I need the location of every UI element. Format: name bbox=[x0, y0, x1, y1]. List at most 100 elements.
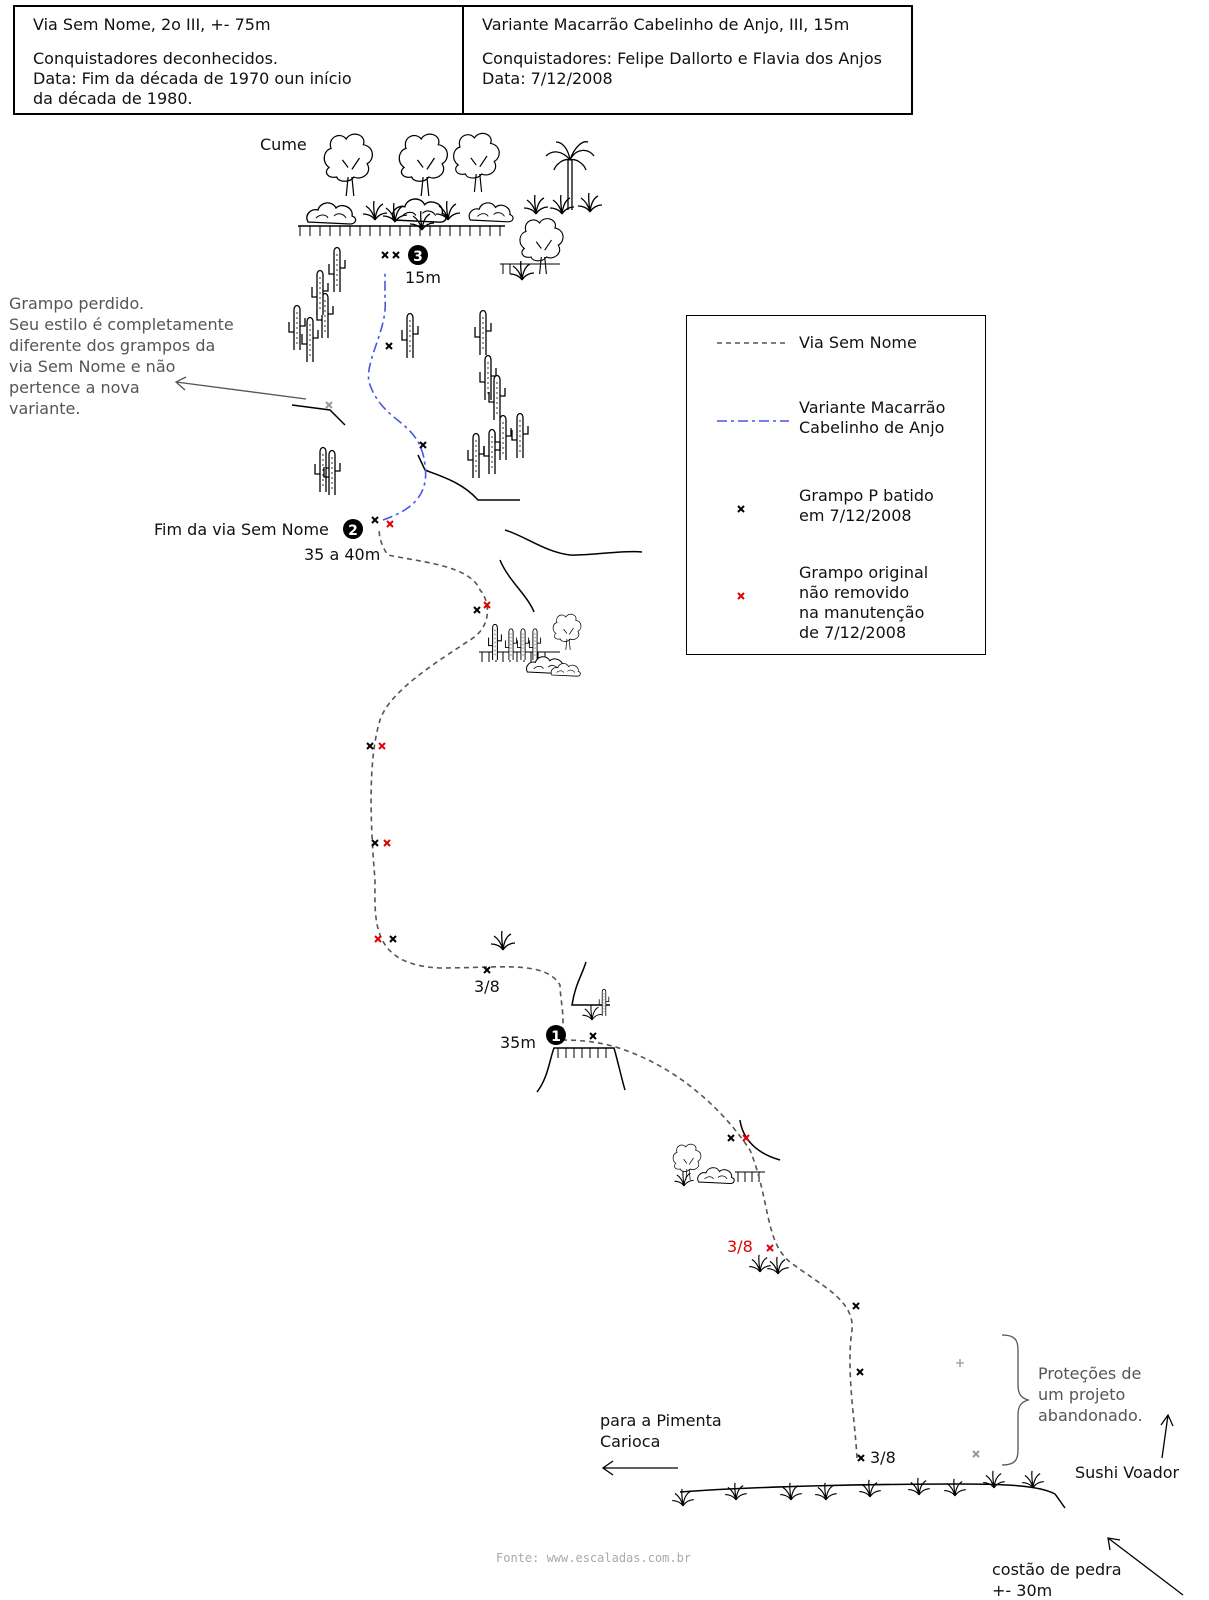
arrow-icon bbox=[174, 376, 307, 400]
svg-text:Carioca: Carioca bbox=[600, 1432, 660, 1451]
lost-bolt-note-line: diferente dos grampos da bbox=[9, 336, 215, 355]
main-route-title: Via Sem Nome, 2o III, +- 75m bbox=[33, 15, 271, 34]
bolt-size-label: 3/8 bbox=[474, 977, 500, 996]
rock-ledge-slab bbox=[499, 559, 535, 613]
belay2-vegetation bbox=[479, 613, 582, 677]
bush-icon bbox=[697, 1167, 735, 1184]
main-route-date-line2: da década de 1980. bbox=[33, 89, 193, 108]
route-info-header: Via Sem Nome, 2o III, +- 75m Conquistado… bbox=[13, 5, 913, 115]
bush-icon bbox=[391, 198, 447, 223]
bolt-size-red-label: 3/8 bbox=[727, 1237, 753, 1256]
lost-bolt-note-line: via Sem Nome e não bbox=[9, 357, 175, 376]
lost-bolt-note: Grampo perdido. Seu estilo é completamen… bbox=[9, 294, 234, 418]
belay-1: 1 bbox=[546, 1025, 566, 1045]
bolt-new-icon bbox=[392, 251, 400, 259]
lost-bolt-note-line: Grampo perdido. bbox=[9, 294, 144, 313]
belay3-length: 15m bbox=[405, 268, 441, 287]
legend-label-via-sem-nome: Via Sem Nome bbox=[799, 333, 917, 352]
bolt-new-icon bbox=[366, 742, 374, 750]
bolt-other-icon bbox=[972, 1450, 980, 1458]
tree-icon bbox=[519, 218, 564, 275]
rock-coast-label: costão de pedra +- 30m bbox=[992, 1560, 1122, 1600]
route-via-sem-nome bbox=[370, 529, 858, 1459]
arrow-icon bbox=[1107, 1537, 1184, 1596]
abandoned-note-line: abandonado. bbox=[1038, 1406, 1143, 1425]
bolt-new-icon bbox=[852, 1302, 860, 1310]
route-variante-macarrao bbox=[367, 272, 427, 521]
summit-label: Cume bbox=[260, 135, 307, 154]
end-of-route-label: Fim da via Sem Nome bbox=[154, 520, 329, 539]
rock-ledge-upper bbox=[417, 454, 520, 501]
sushi-voador-label: Sushi Voador bbox=[1075, 1463, 1180, 1482]
bolt-original-icon bbox=[386, 520, 394, 528]
abandoned-bracket bbox=[1001, 1334, 1031, 1466]
variant-route-authors: Conquistadores: Felipe Dallorto e Flavia… bbox=[482, 49, 882, 68]
belay1-ledge bbox=[536, 1047, 626, 1093]
bolt-original-icon bbox=[766, 1244, 774, 1252]
bolt-new-icon bbox=[389, 935, 397, 943]
source-label: Fonte: www.escaladas.com.br bbox=[496, 1551, 691, 1565]
lost-bolt-note-line: Seu estilo é completamente bbox=[9, 315, 234, 334]
belay-2-number: 2 bbox=[348, 523, 358, 539]
arrow-icon bbox=[1160, 1413, 1174, 1459]
grass-icon bbox=[490, 930, 516, 951]
bolt-new-icon bbox=[589, 1032, 597, 1040]
tree-icon bbox=[398, 133, 449, 197]
lost-bolt-note-line: variante. bbox=[9, 399, 80, 418]
legend-label-variante: Variante Macarrão Cabelinho de Anjo bbox=[799, 398, 946, 437]
rock-ledge-left bbox=[291, 404, 346, 426]
lost-bolt-note-line: pertence a nova bbox=[9, 378, 140, 397]
to-pimenta-label: para a Pimenta Carioca bbox=[600, 1411, 722, 1451]
svg-text:para a Pimenta: para a Pimenta bbox=[600, 1411, 722, 1430]
abandoned-note: Proteções de um projeto abandonado. bbox=[1038, 1364, 1143, 1425]
bolt-new-icon bbox=[385, 342, 393, 350]
legend-symbols bbox=[717, 342, 789, 600]
bush-icon bbox=[468, 202, 514, 223]
summit-vegetation bbox=[298, 132, 603, 281]
main-route-authors: Conquistadores deconhecidos. bbox=[33, 49, 279, 68]
bolt-original-icon bbox=[383, 839, 391, 847]
bolt-new-icon bbox=[473, 606, 481, 614]
belay-1-number: 1 bbox=[551, 1029, 561, 1045]
belay-3-number: 3 bbox=[413, 249, 423, 265]
main-route-date-line1: Data: Fim da década de 1970 oun início bbox=[33, 69, 352, 88]
bolt-new-icon bbox=[419, 441, 427, 449]
variant-route-date: Data: 7/12/2008 bbox=[482, 69, 613, 88]
legend-label-grampo-novo: Grampo P batido em 7/12/2008 bbox=[799, 486, 934, 525]
belay-3: 3 bbox=[408, 245, 428, 265]
belay2-length: 35 a 40m bbox=[304, 545, 380, 564]
main-route-info: Via Sem Nome, 2o III, +- 75m Conquistado… bbox=[15, 7, 462, 113]
rock-crack-belay1 bbox=[571, 961, 610, 1006]
tree-icon bbox=[552, 613, 582, 651]
bolt-original-icon bbox=[378, 742, 386, 750]
bolt-original-icon bbox=[374, 935, 382, 943]
abandoned-note-line: um projeto bbox=[1038, 1385, 1125, 1404]
bolt-new-icon bbox=[381, 251, 389, 259]
legend: Via Sem Nome Variante Macarrão Cabelinho… bbox=[686, 315, 986, 655]
svg-text:+- 30m: +- 30m bbox=[992, 1581, 1052, 1600]
bolt-new-icon bbox=[856, 1368, 864, 1376]
lower-vegetation bbox=[672, 1119, 790, 1275]
bolt-new-icon bbox=[727, 1134, 735, 1142]
rock-ledge-mid bbox=[504, 529, 643, 556]
variant-route-title: Variante Macarrão Cabelinho de Anjo, III… bbox=[482, 15, 850, 34]
legend-label-grampo-original: Grampo original não removido na manutenç… bbox=[799, 563, 929, 642]
arrow-icon bbox=[601, 1460, 678, 1476]
belay-2: 2 bbox=[343, 519, 363, 539]
bush-icon bbox=[306, 202, 357, 225]
bolt-other-icon bbox=[325, 401, 333, 409]
bolt-new-icon bbox=[371, 516, 379, 524]
ground-line bbox=[679, 1483, 1066, 1509]
bolt-size-bottom-label: 3/8 bbox=[870, 1448, 896, 1467]
tree-icon bbox=[323, 133, 374, 197]
belay1-length: 35m bbox=[500, 1033, 536, 1052]
bolts bbox=[325, 251, 980, 1462]
tree-icon bbox=[453, 132, 500, 193]
abandoned-note-line: Proteções de bbox=[1038, 1364, 1141, 1383]
bolt-new-icon bbox=[857, 1454, 865, 1462]
bolt-new-icon bbox=[483, 966, 491, 974]
bolt-other-plus-icon bbox=[956, 1359, 964, 1367]
variant-route-info: Variante Macarrão Cabelinho de Anjo, III… bbox=[462, 7, 911, 113]
svg-text:costão de pedra: costão de pedra bbox=[992, 1560, 1122, 1579]
